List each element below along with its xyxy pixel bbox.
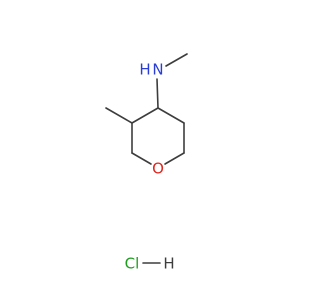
nitrogen-hydrogen-label: H (139, 61, 150, 79)
bond-n-methyl (165, 53, 188, 67)
bond-n-c4 (156, 78, 159, 109)
molecule-diagram: N H O Cl H (105, 53, 188, 273)
chlorine-label: Cl (125, 255, 140, 273)
bond-c2-o (131, 152, 152, 165)
nitrogen-label: N (152, 61, 163, 79)
atom-labels: N H O Cl H (125, 61, 175, 273)
bond-c5-c4 (157, 107, 185, 124)
bonds (105, 53, 188, 264)
oxygen-label: O (152, 160, 164, 178)
bond-c4-c3 (131, 107, 159, 124)
bond-c3-methyl (105, 107, 133, 124)
bond-o-c6 (164, 152, 185, 165)
structure-canvas: N H O Cl H (105, 53, 188, 273)
salt-hydrogen-label: H (163, 255, 174, 273)
